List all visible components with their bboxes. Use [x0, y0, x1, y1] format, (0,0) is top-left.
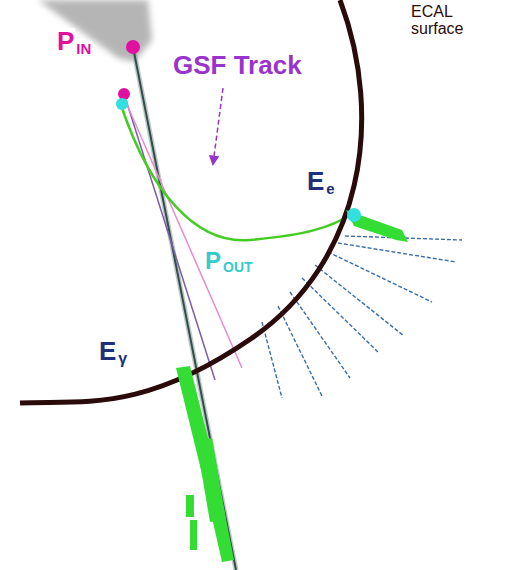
- track-halo: [133, 47, 236, 570]
- brem-fan: [262, 236, 462, 398]
- subscript: e: [325, 181, 335, 197]
- pout-dot: [116, 98, 128, 110]
- track-label: GSF Track: [172, 52, 303, 79]
- purple-track: [126, 100, 215, 380]
- photon-cluster: [176, 366, 234, 562]
- subscript: IN: [75, 41, 92, 57]
- pout-dot: [347, 208, 361, 222]
- magenta-track: [125, 100, 242, 368]
- pin-dot: [126, 40, 140, 54]
- leader-arrow: [213, 88, 223, 164]
- energy-label: E: [306, 168, 325, 195]
- energy-label: E: [98, 338, 117, 365]
- momentum-label: P: [56, 28, 75, 55]
- straight-track: [133, 47, 236, 570]
- subscript: γ: [117, 351, 128, 368]
- gsf-track: [122, 108, 352, 240]
- seed-region: [38, 0, 152, 62]
- detector-label: ECAL surface: [410, 4, 492, 38]
- momentum-label: P: [204, 248, 222, 273]
- subscript: OUT: [222, 260, 254, 275]
- pin-dot: [118, 88, 130, 100]
- ecal-surface: [20, 0, 362, 403]
